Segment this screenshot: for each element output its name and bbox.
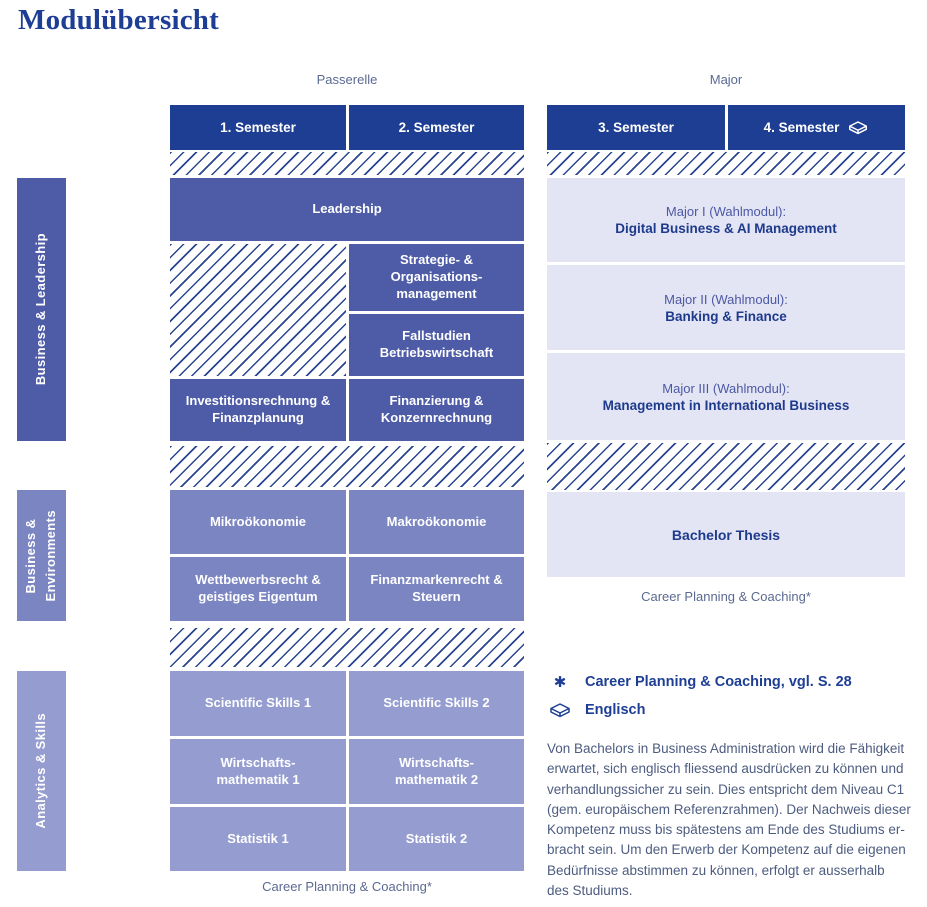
- major-2-box: Major II (Wahlmodul): Banking & Finance: [547, 265, 905, 350]
- group-bar-analytics-skills: Analytics & Skills: [17, 671, 66, 871]
- legend-career-text: Career Planning & Coaching, vgl. S. 28: [585, 674, 852, 690]
- header-semester-4: 4. Semester: [728, 105, 905, 150]
- major-3-label: Major III (Wahlmodul):: [662, 380, 790, 396]
- semester-2-label: 2. Semester: [398, 120, 475, 135]
- asterisk-icon: ✱: [553, 673, 567, 691]
- module-leadership: Leadership: [170, 178, 524, 241]
- major-1-box: Major I (Wahlmodul): Digital Business & …: [547, 178, 905, 262]
- semester-1-label: 1. Semester: [220, 120, 296, 135]
- page-title: Modulübersicht: [18, 4, 219, 36]
- module-investitionsrechnung-finanzplanung: Investitionsrechnung & Finanzplanung: [170, 379, 346, 441]
- semester-4-label: 4. Semester: [763, 120, 840, 135]
- module-fallstudien-betriebswirtschaft: Fallstudien Betriebswirtschaft: [349, 314, 524, 376]
- module-mikrooekonomie: Mikroökonomie: [170, 490, 346, 554]
- hatch-strip-right-top: [547, 152, 905, 175]
- module-wirtschaftsmathematik-1: Wirtschafts- mathematik 1: [170, 739, 346, 804]
- career-planning-note-right: Career Planning & Coaching*: [641, 589, 811, 604]
- legend-career-row: ✱ Career Planning & Coaching, vgl. S. 28: [547, 674, 925, 690]
- module-finanzierung-konzernrechnung: Finanzierung & Konzernrechnung: [349, 379, 524, 441]
- group-bar-business-leadership: Business & Leadership: [17, 178, 66, 441]
- stacked-books-icon: [847, 120, 869, 135]
- major-1-label: Major I (Wahlmodul):: [665, 204, 787, 219]
- module-statistik-2: Statistik 2: [349, 807, 524, 871]
- stacked-books-icon: [547, 702, 573, 718]
- group-bar-business-environments: Business & Environments: [17, 490, 66, 621]
- semester-3-label: 3. Semester: [598, 120, 674, 135]
- header-semester-3: 3. Semester: [547, 105, 725, 150]
- major-2-label: Major II (Wahlmodul):: [664, 291, 788, 307]
- module-scientific-skills-1: Scientific Skills 1: [170, 671, 346, 736]
- group-label-business-leadership: Business & Leadership: [33, 233, 49, 386]
- header-semester-2: 2. Semester: [349, 105, 524, 150]
- module-wirtschaftsmathematik-2: Wirtschafts- mathematik 2: [349, 739, 524, 804]
- group-label-analytics-skills: Analytics & Skills: [33, 713, 49, 829]
- module-wettbewerbsrecht-geistiges-eigentum: Wettbewerbsrecht & geistiges Eigentum: [170, 557, 346, 621]
- header-semester-1: 1. Semester: [170, 105, 346, 150]
- module-makrooekonomie: Makroökonomie: [349, 490, 524, 554]
- career-planning-note-left: Career Planning & Coaching*: [262, 879, 432, 894]
- major-1-name: Digital Business & AI Management: [615, 221, 837, 236]
- module-strategie-organisationsmanagement: Strategie- & Organisations- management: [349, 244, 524, 311]
- passerelle-group-label: Passerelle: [316, 72, 378, 87]
- module-bachelor-thesis: Bachelor Thesis: [547, 492, 905, 577]
- hatch-strip-right-middle: [547, 443, 905, 490]
- module-statistik-1: Statistik 1: [170, 807, 346, 871]
- hatch-strip-left-middle: [170, 446, 524, 487]
- major-3-box: Major III (Wahlmodul): Management in Int…: [547, 353, 905, 440]
- major-3-name: Management in International Business: [602, 397, 850, 413]
- hatch-strip-left-top: [170, 152, 524, 175]
- major-group-label: Major: [709, 72, 743, 87]
- legend-english-label: Englisch: [585, 702, 646, 718]
- hatch-strip-left-bottom: [170, 628, 524, 667]
- module-scientific-skills-2: Scientific Skills 2: [349, 671, 524, 736]
- module-finanzmarkenrecht-steuern: Finanzmarkenrecht & Steuern: [349, 557, 524, 621]
- major-2-name: Banking & Finance: [665, 308, 787, 324]
- english-requirement-paragraph: Von Bachelors in Business Administration…: [547, 741, 911, 898]
- legend-english-row: Englisch: [547, 702, 925, 718]
- group-label-business-environments: Business & Environments: [23, 509, 59, 602]
- hatch-cell-semester1: [170, 244, 346, 376]
